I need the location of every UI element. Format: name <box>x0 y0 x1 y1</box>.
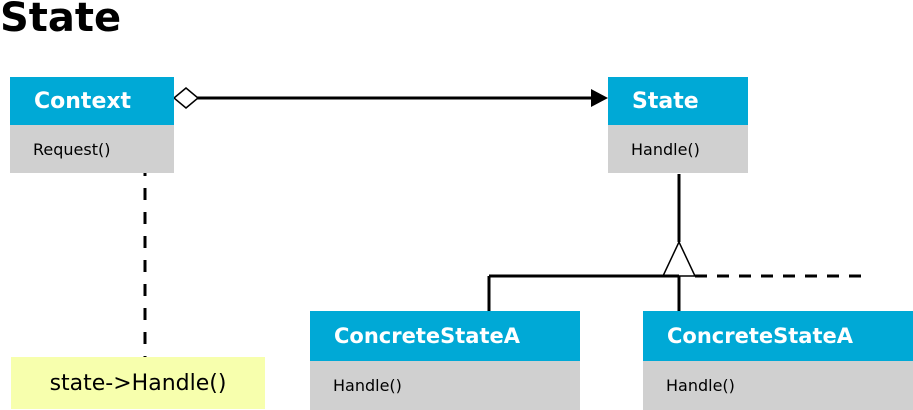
context-class-operation: Request() <box>10 125 174 173</box>
concrete-state-a-left-box: ConcreteStateA Handle() <box>310 311 580 410</box>
concrete-state-a-right-operation: Handle() <box>643 361 913 410</box>
concrete-state-a-left-operation: Handle() <box>310 361 580 410</box>
concrete-state-a-right-box: ConcreteStateA Handle() <box>643 311 913 410</box>
concrete-state-a-left-header: ConcreteStateA <box>310 311 580 361</box>
inheritance-triangle <box>661 240 697 277</box>
concrete-state-a-right-header: ConcreteStateA <box>643 311 913 361</box>
state-class-box: State Handle() <box>608 77 748 173</box>
note-box: state->Handle() <box>11 357 265 409</box>
state-class-operation: Handle() <box>608 125 748 173</box>
state-class-header: State <box>608 77 748 125</box>
aggregation-diamond <box>172 87 200 109</box>
context-class-box: Context Request() <box>10 77 174 173</box>
association-arrowhead <box>591 89 608 107</box>
diagram-title: State <box>0 0 122 41</box>
context-class-header: Context <box>10 77 174 125</box>
